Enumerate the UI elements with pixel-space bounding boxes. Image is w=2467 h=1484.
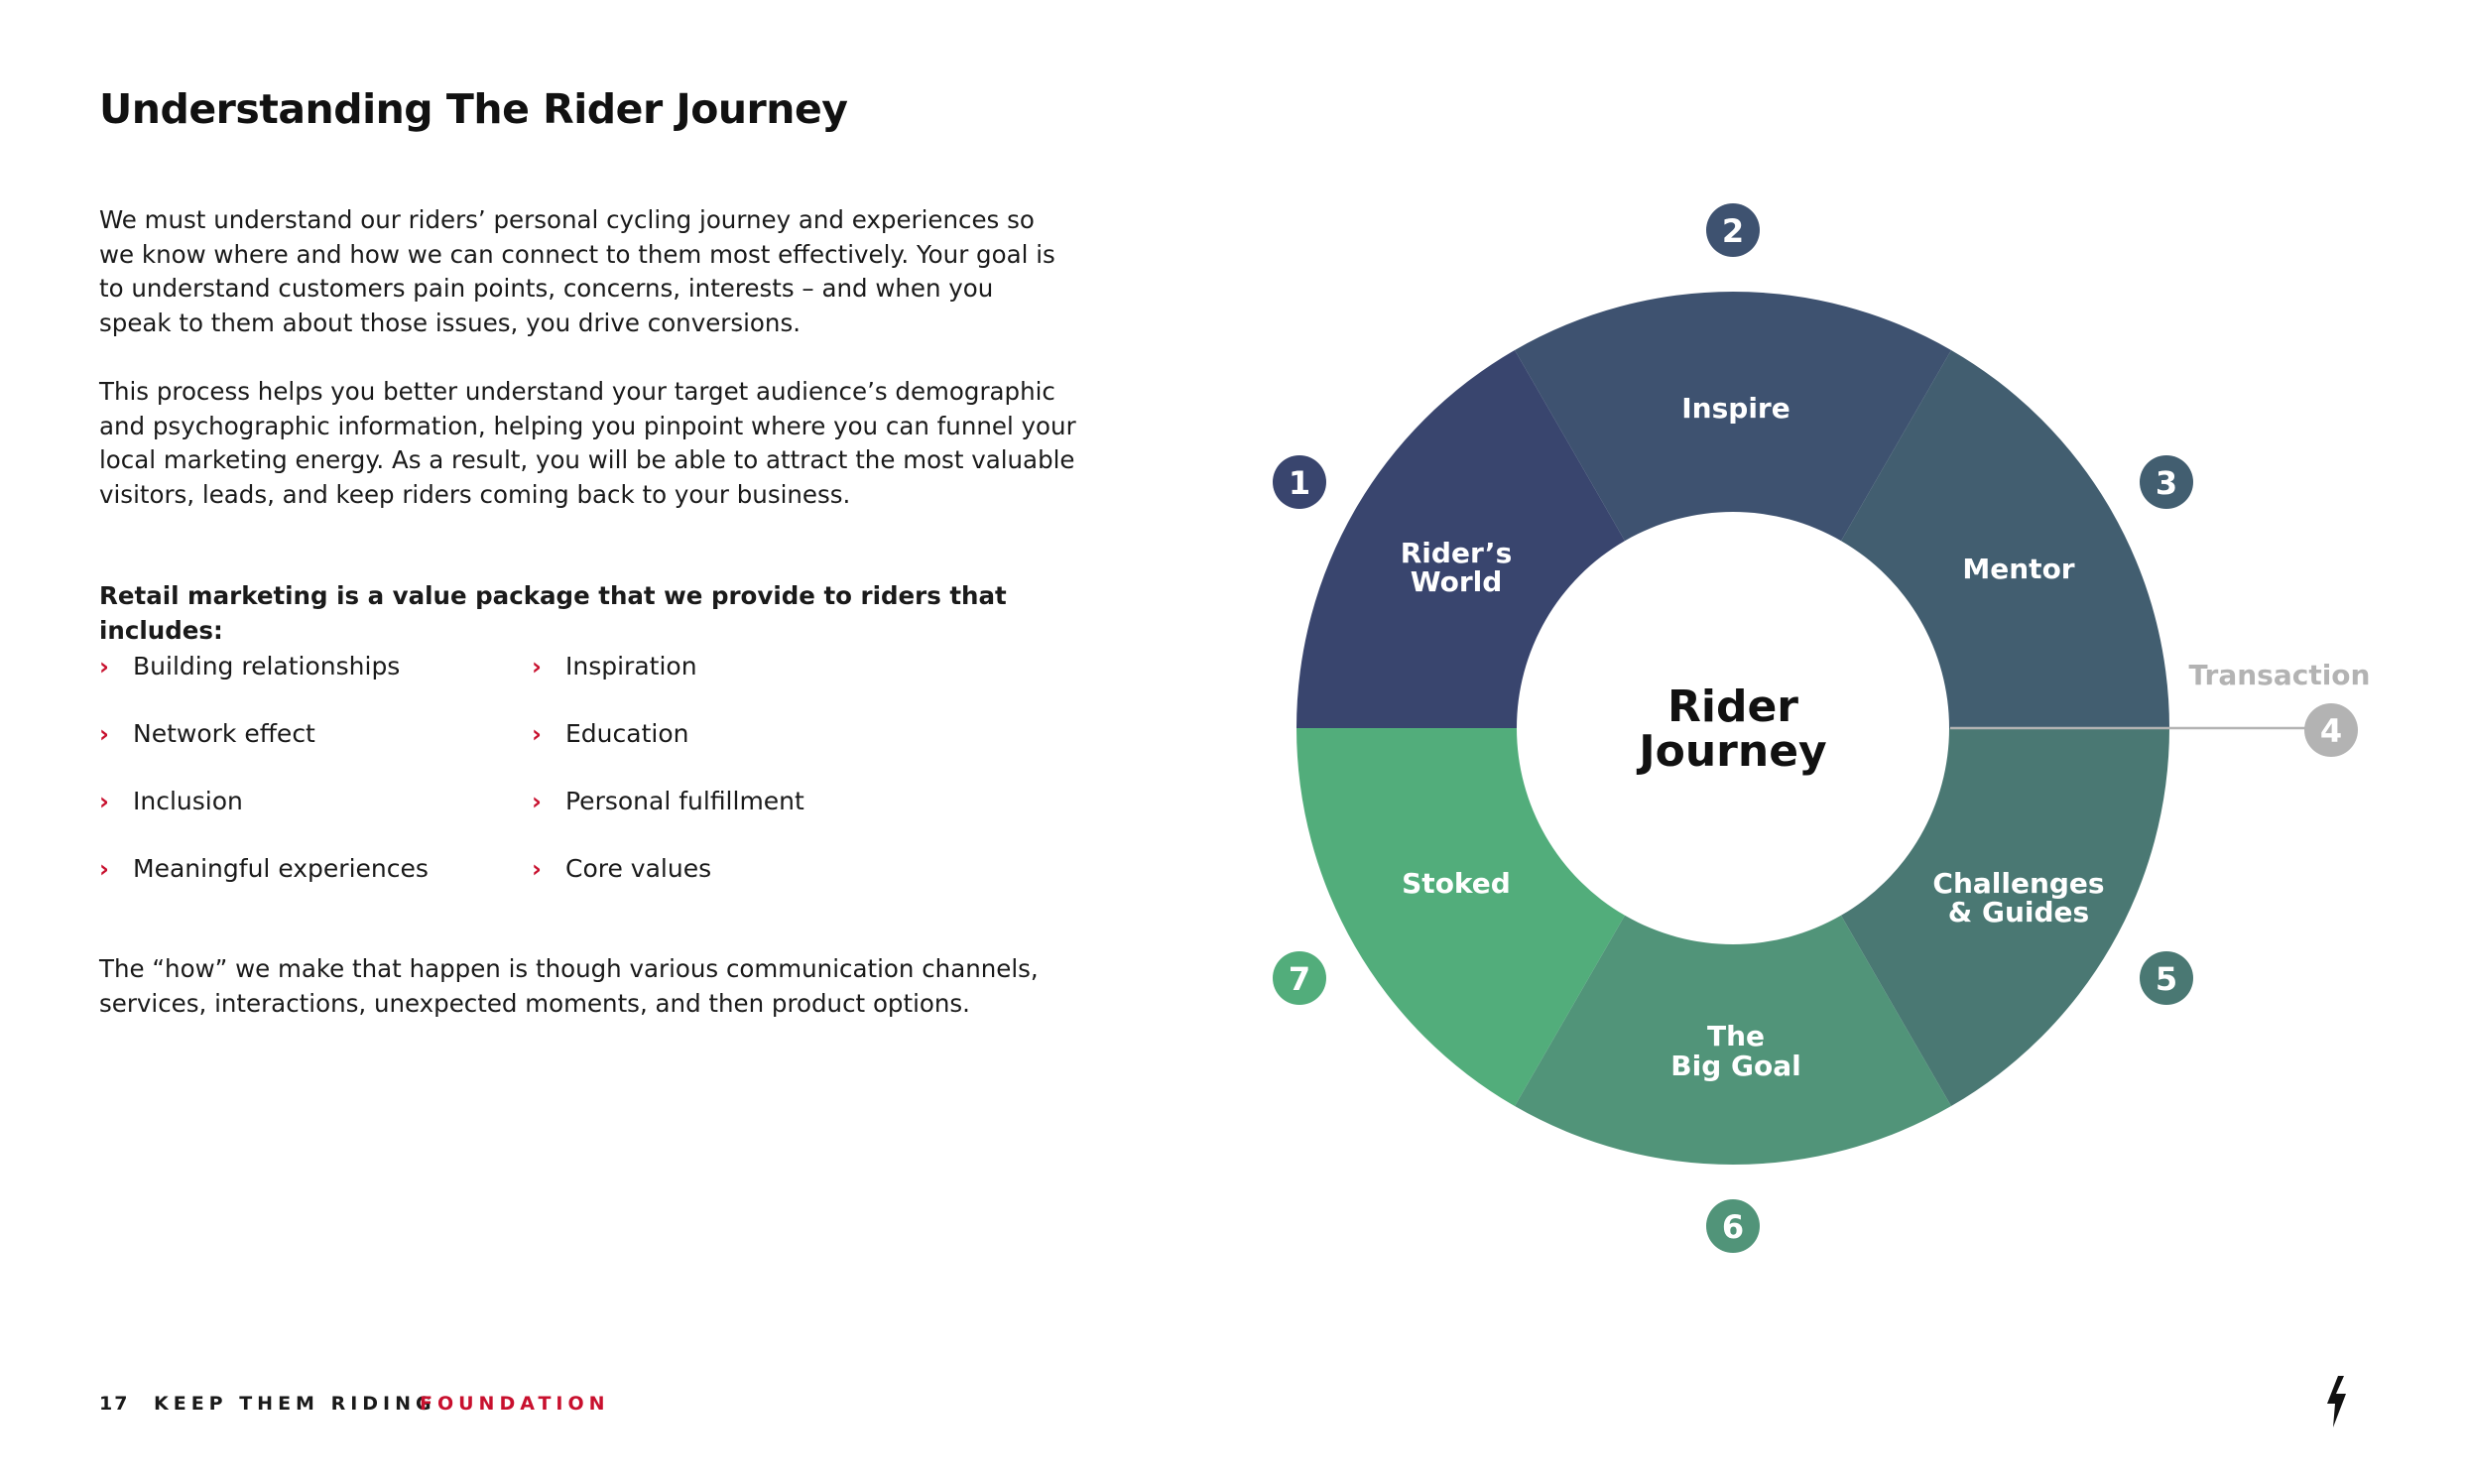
segment-label: Stoked (1402, 867, 1511, 900)
stage-number-badge (1273, 951, 1326, 1005)
stage-number: 2 (1722, 212, 1744, 250)
page-number: 17 (99, 1393, 130, 1415)
segment-label: Big Goal (1670, 1050, 1800, 1082)
bullet-item: ›Inclusion (99, 785, 243, 818)
segment-label: Inspire (1681, 392, 1789, 425)
chevron-right-icon: › (99, 855, 109, 883)
stage-number: 3 (2156, 464, 2177, 502)
stage-number: 4 (2320, 712, 2342, 750)
stage-number-badge (2304, 703, 2358, 757)
stage-number: 6 (1722, 1208, 1744, 1246)
how-paragraph: The “how” we make that happen is though … (99, 954, 1039, 1018)
stage-number: 1 (1289, 464, 1310, 502)
intro-paragraph: We must understand our riders’ personal … (99, 205, 1055, 337)
segment-label: Challenges (1932, 867, 2104, 900)
value-bullet-list: ›Building relationships ›Network effect … (99, 650, 853, 908)
segment-label: Rider’s (1401, 537, 1512, 569)
transaction-label: Transaction (2189, 659, 2371, 691)
stage-number: 7 (1289, 960, 1310, 998)
segment-label: World (1411, 565, 1503, 598)
segment-label: The (1707, 1020, 1765, 1052)
process-paragraph: This process helps you better understand… (99, 377, 1076, 509)
segment-inspire (1515, 292, 1951, 542)
chevron-right-icon: › (99, 720, 109, 748)
segment-riders-world (1296, 349, 1625, 728)
segment-big-goal (1515, 915, 1951, 1165)
bullet-item: ›Network effect (99, 717, 315, 751)
chevron-right-icon: › (532, 788, 542, 815)
center-label-line1: Rider (1667, 681, 1798, 732)
chevron-right-icon: › (532, 720, 542, 748)
page-title: Understanding The Rider Journey (99, 85, 848, 133)
center-label-line2: Journey (1636, 726, 1826, 777)
stage-number-badge (1706, 203, 1760, 257)
bullet-item: ›Inspiration (532, 650, 697, 683)
bullet-item: ›Building relationships (99, 650, 400, 683)
bullet-item: ›Personal fulfillment (532, 785, 804, 818)
stage-number-badge (2140, 951, 2193, 1005)
stage-number-badge (2140, 455, 2193, 509)
segment-label: & Guides (1948, 896, 2089, 928)
stage-number: 5 (2156, 960, 2177, 998)
segment-mentor (1841, 349, 2169, 728)
footer-brand-accent: FOUNDATION (420, 1393, 610, 1415)
segment-stoked (1296, 728, 1625, 1107)
segment-challenges-guides (1841, 728, 2169, 1107)
segment-label: Mentor (1962, 553, 2074, 585)
chevron-right-icon: › (532, 855, 542, 883)
chevron-right-icon: › (532, 653, 542, 680)
brand-logo-icon (2327, 1376, 2346, 1427)
chevron-right-icon: › (99, 788, 109, 815)
footer-brand: KEEP THEM RIDING (154, 1393, 436, 1415)
stage-number-badge (1273, 455, 1326, 509)
bullet-item: ›Education (532, 717, 688, 751)
chevron-right-icon: › (99, 653, 109, 680)
stage-number-badge (1706, 1199, 1760, 1253)
bullet-item: ›Core values (532, 852, 711, 886)
bullet-item: ›Meaningful experiences (99, 852, 429, 886)
value-heading: Retail marketing is a value package that… (99, 581, 1007, 645)
